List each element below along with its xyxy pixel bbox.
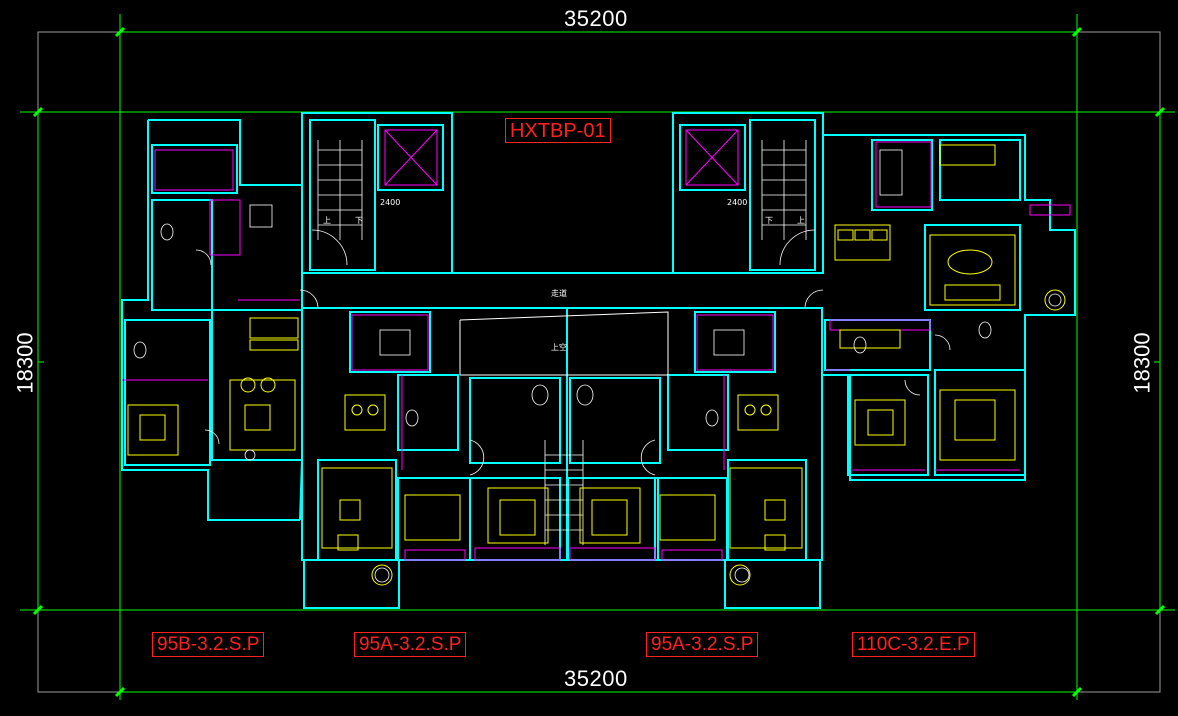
- drawing-title-code: HXTBP-01: [505, 118, 611, 143]
- staircase-left: [317, 140, 363, 240]
- lift-cars: [384, 129, 739, 186]
- stair-down-left: 下: [355, 216, 363, 225]
- void-area: [459, 311, 669, 376]
- unit-label-2: 95A-3.2.S.P: [354, 632, 467, 657]
- building-walls: [121, 112, 1076, 609]
- unit-label-1: 95B-3.2.S.P: [152, 632, 265, 657]
- furniture: [127, 144, 1066, 586]
- staircase-right: [761, 140, 807, 240]
- door-swings: [195, 229, 951, 476]
- plants: [244, 293, 1062, 583]
- central-stair: [544, 440, 584, 545]
- top-dimension: 35200: [564, 6, 628, 31]
- unit-label-3: 95A-3.2.S.P: [646, 632, 759, 657]
- bottom-dimension: 35200: [564, 666, 628, 691]
- unit-label-4: 110C-3.2.E.P: [852, 632, 975, 657]
- dim-2400-right: 2400: [727, 198, 748, 207]
- void-label: 上空: [551, 343, 567, 352]
- right-dimension: 18300: [1129, 332, 1155, 394]
- left-dimension: 18300: [12, 332, 38, 394]
- stair-up-left: 上: [323, 216, 331, 225]
- stair-up-right: 上: [797, 216, 805, 225]
- partitions: [122, 141, 1071, 561]
- stair-down-right: 下: [765, 216, 773, 225]
- dim-2400-left: 2400: [380, 198, 401, 207]
- corridor-label: 走道: [551, 289, 567, 298]
- axis-grid: [20, 14, 1175, 700]
- sanitary-fixtures: [133, 149, 992, 427]
